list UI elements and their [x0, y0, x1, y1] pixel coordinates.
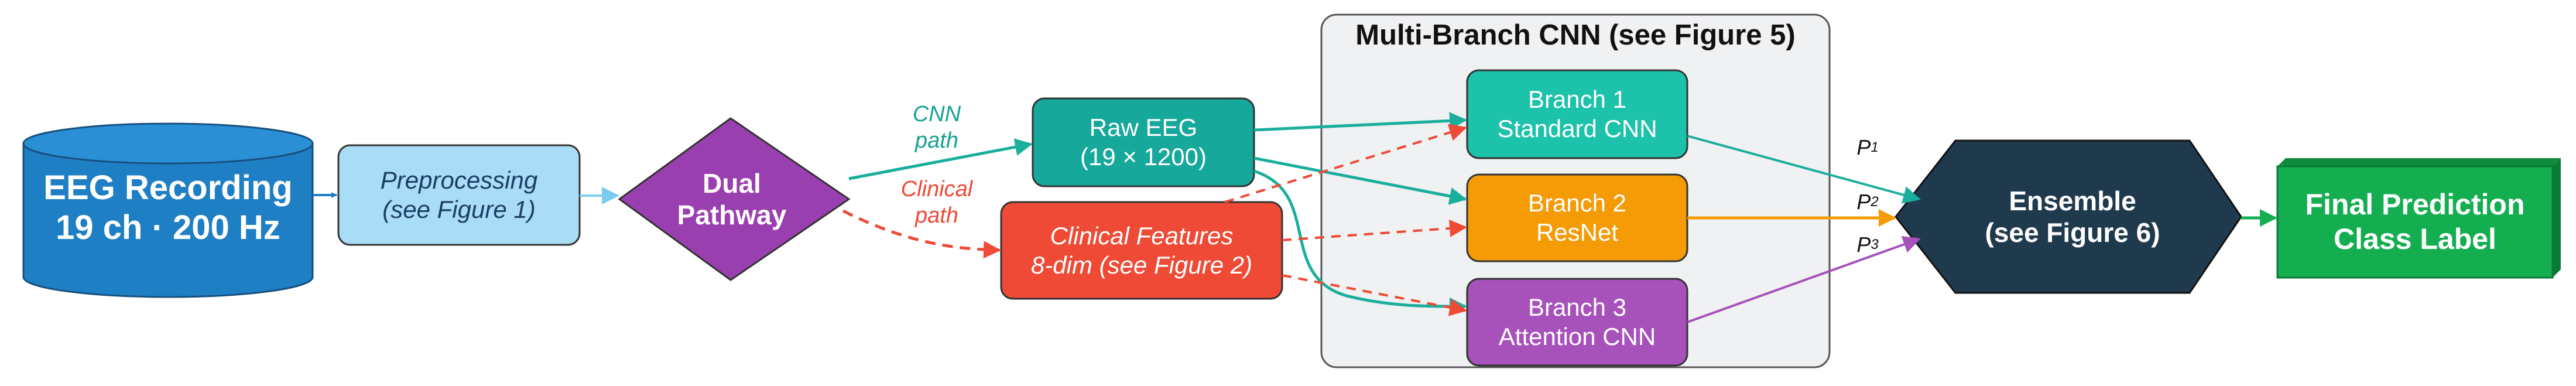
raw-eeg-label: Raw EEG (19 × 1200) [1033, 98, 1254, 186]
final-prediction-label: Final Prediction Class Label [2277, 166, 2553, 278]
branch1-line1: Branch 1 [1527, 86, 1627, 114]
edge-dual-to-raw-eeg [848, 138, 1033, 180]
raw-eeg-box [1032, 97, 1255, 187]
p1-base: P [1856, 135, 1871, 159]
final-prediction-line2: Class Label [2334, 223, 2496, 255]
branch1-line2: Standard CNN [1497, 115, 1657, 142]
eeg-recording-line1: EEG Recording [43, 168, 293, 207]
clinical-features-box [1000, 201, 1283, 300]
edge-clinical-to-branch2 [1282, 219, 1467, 241]
branch1-label: Branch 1 Standard CNN [1467, 70, 1687, 158]
edge-clinical-to-branch1 [1224, 124, 1467, 203]
edge-branch3-to-ensemble [1687, 235, 1921, 323]
edge-branch1-to-ensemble [1687, 135, 1921, 204]
ensemble-label: Ensemble (see Figure 6) [1932, 146, 2213, 287]
clinical-features-label: Clinical Features 8-dim (see Figure 2) [1001, 202, 1282, 299]
branch3-label: Branch 3 Attention CNN [1467, 279, 1687, 365]
preprocessing-line1: Preprocessing [380, 166, 538, 194]
branch2-line2: ResNet [1536, 218, 1619, 246]
preprocessing-label: Preprocessing (see Figure 1) [338, 145, 580, 245]
branch1-box [1466, 69, 1688, 159]
dual-pathway-label: Dual Pathway [644, 146, 820, 252]
branch3-line1: Branch 3 [1527, 293, 1627, 322]
ensemble-line1: Ensemble [2009, 185, 2136, 216]
branch2-line1: Branch 2 [1527, 189, 1627, 217]
edge-raw-to-branch2 [1253, 156, 1467, 205]
preprocessing-line2: (see Figure 1) [382, 196, 536, 223]
clinical-path-label: Clinical path [878, 173, 995, 232]
p2-sub: 2 [1871, 193, 1879, 210]
edge-clinical-to-branch3 [1282, 274, 1467, 316]
raw-eeg-line1: Raw EEG [1089, 114, 1198, 142]
cnn-path-label: CNN path [878, 98, 995, 157]
dual-pathway-line1: Dual [703, 168, 761, 199]
p3-base: P [1856, 232, 1871, 257]
ensemble-line2: (see Figure 6) [1985, 217, 2160, 248]
cnn-path-line1: CNN [912, 102, 961, 127]
final-prediction-line1: Final Prediction [2305, 188, 2525, 221]
edge-raw-to-branch1 [1253, 112, 1467, 132]
group-title: Multi-Branch CNN (see Figure 5) [1355, 19, 1796, 52]
eeg-recording-label: EEG Recording 19 ch · 200 Hz [23, 146, 313, 269]
clinical-features-line1: Clinical Features [1050, 221, 1234, 250]
final-prediction-box [2276, 158, 2561, 279]
branch3-line2: Attention CNN [1498, 323, 1656, 350]
dual-pathway-diamond [618, 117, 851, 281]
dual-pathway-line2: Pathway [677, 200, 787, 230]
eeg-recording-cylinder [22, 122, 314, 298]
raw-eeg-line2: (19 × 1200) [1080, 143, 1207, 170]
clinical-features-line2: 8-dim (see Figure 2) [1030, 251, 1253, 279]
edge-dual-to-clinical [842, 209, 1001, 259]
branch2-label: Branch 2 ResNet [1467, 175, 1687, 261]
eeg-recording-line2: 19 ch · 200 Hz [56, 209, 280, 247]
cnn-path-line2: path [915, 128, 958, 153]
edge-raw-to-branch3 [1253, 169, 1467, 316]
clinical-path-line1: Clinical [900, 177, 973, 202]
p2-base: P [1856, 189, 1871, 214]
p1-sub: 1 [1871, 139, 1879, 155]
p3-sub: 3 [1871, 236, 1879, 252]
clinical-path-line2: path [915, 203, 958, 228]
